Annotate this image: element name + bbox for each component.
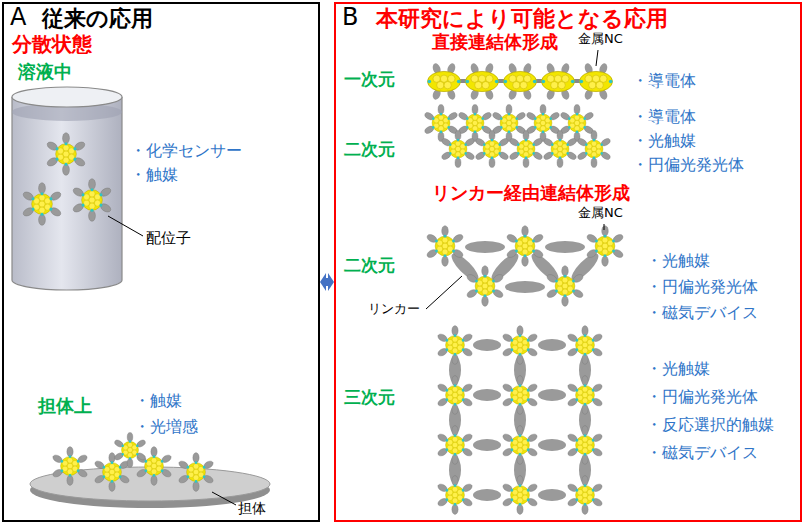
label-text: ・光触媒 bbox=[646, 252, 710, 270]
label-text: ・磁気デバイス bbox=[646, 444, 758, 462]
double-arrow bbox=[320, 273, 334, 291]
label-text: ・磁気デバイス bbox=[646, 304, 758, 322]
label-text: ・触媒 bbox=[134, 392, 182, 410]
label-text: ・触媒 bbox=[130, 166, 178, 184]
label-text: 二次元 bbox=[344, 140, 395, 160]
label-text: 担体 bbox=[238, 500, 266, 516]
panel-title: 従来の応用 bbox=[42, 6, 153, 31]
label-text: ・導電体 bbox=[632, 108, 696, 126]
label-text: 三次元 bbox=[344, 388, 395, 408]
label-text: ・光触媒 bbox=[646, 360, 710, 378]
label-text: ・反応選択的触媒 bbox=[646, 416, 774, 434]
label-text: 一次元 bbox=[344, 70, 395, 90]
label-text: 金属NC bbox=[578, 206, 623, 221]
label-text: 溶液中 bbox=[18, 62, 72, 83]
label-text: ・光増感 bbox=[134, 418, 198, 436]
label-text: 担体上 bbox=[38, 396, 92, 417]
panel-letter: A bbox=[10, 4, 26, 32]
label-text: ・光触媒 bbox=[632, 132, 696, 150]
label-text: ・円偏光発光体 bbox=[646, 278, 758, 296]
label-text: ・円偏光発光体 bbox=[646, 388, 758, 406]
label-text: 分散状態 bbox=[12, 33, 92, 56]
label-text: ・円偏光発光体 bbox=[632, 156, 744, 174]
label-text: リンカー bbox=[368, 302, 420, 317]
label-text: 配位子 bbox=[146, 230, 191, 247]
panel-title: 本研究により可能となる応用 bbox=[376, 6, 668, 31]
panel-letter: B bbox=[342, 4, 358, 32]
label-text: リンカー経由連結体形成 bbox=[432, 183, 630, 204]
label-text: ・導電体 bbox=[632, 72, 696, 90]
label-text: ・化学センサー bbox=[130, 142, 242, 160]
label-text: 二次元 bbox=[344, 256, 395, 276]
label-text: 金属NC bbox=[578, 32, 623, 47]
label-text: 直接連結体形成 bbox=[432, 32, 558, 53]
